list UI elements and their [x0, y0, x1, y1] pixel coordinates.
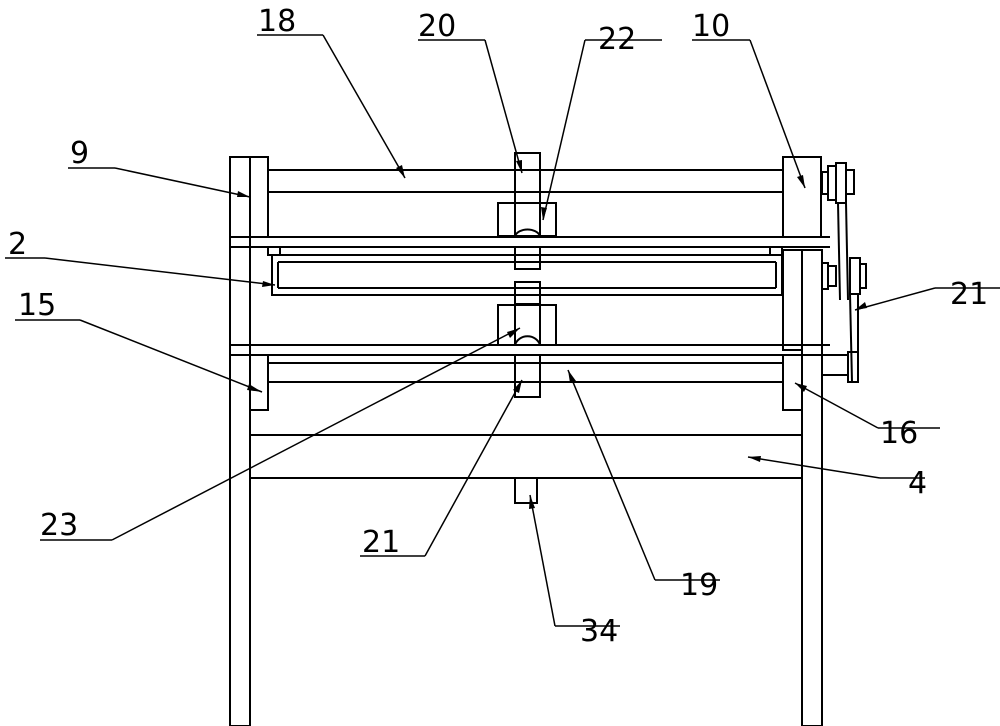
- right-upper-post: [783, 157, 821, 237]
- leader-2: [45, 258, 275, 285]
- left-leg: [230, 157, 250, 726]
- label-23: 23: [40, 508, 78, 543]
- lower-clamp-23: [498, 305, 556, 345]
- right-inner-support: [770, 247, 782, 255]
- leader-34: [530, 495, 555, 626]
- part-34-block: [515, 478, 537, 503]
- lower-clamp-wheel: [515, 336, 540, 345]
- leader-20: [485, 40, 522, 173]
- arrowheads: [237, 160, 867, 509]
- right-inner-post: [783, 250, 802, 350]
- arrowhead-2: [262, 281, 275, 287]
- leader-4: [748, 457, 880, 478]
- sprocket-middle: [850, 258, 860, 294]
- frame: [230, 157, 830, 726]
- right-lower-post-16: [783, 355, 802, 410]
- label-19: 19: [680, 568, 718, 603]
- left-lower-post-15: [250, 355, 268, 410]
- sprocket-middle: [828, 266, 836, 286]
- chain: [838, 203, 840, 300]
- upper-slider-neck: [515, 247, 540, 269]
- leader-16: [795, 383, 878, 428]
- leader-21-bottom: [425, 380, 522, 556]
- arrowhead-10: [797, 175, 805, 188]
- upper-clamp-22: [498, 203, 556, 236]
- chain: [850, 294, 852, 382]
- sprocket-top: [846, 170, 854, 194]
- left-inner-support: [268, 247, 280, 255]
- arrowhead-23: [507, 328, 520, 338]
- label-22: 22: [598, 22, 636, 57]
- leader-21-right: [855, 288, 935, 310]
- label-18: 18: [258, 4, 296, 39]
- label-15: 15: [18, 288, 56, 323]
- right-leg: [802, 250, 822, 726]
- leader-19: [568, 370, 655, 580]
- label-10: 10: [692, 9, 730, 44]
- label-16: 16: [880, 416, 918, 451]
- arrowhead-18: [396, 165, 405, 178]
- label-4: 4: [908, 466, 927, 501]
- leader-18: [323, 35, 405, 178]
- arrowhead-21-right: [855, 302, 867, 310]
- sprocket-bottom: [848, 352, 858, 382]
- arrowhead-20: [516, 160, 522, 173]
- label-20: 20: [418, 9, 456, 44]
- sprocket-middle: [860, 264, 866, 288]
- sprocket-top: [836, 163, 846, 203]
- leader-10: [750, 40, 805, 188]
- chain: [846, 203, 848, 300]
- left-upper-post: [250, 157, 268, 237]
- sprocket-top: [828, 166, 836, 200]
- label-21-bottom: 21: [362, 525, 400, 560]
- label-34: 34: [580, 614, 618, 649]
- label-9: 9: [70, 136, 89, 171]
- lower-slider-neck: [515, 282, 540, 304]
- arrowhead-9: [237, 191, 250, 197]
- arrowhead-4: [748, 456, 761, 462]
- label-2: 2: [8, 227, 27, 262]
- sprocket-bottom: [822, 355, 848, 375]
- chain-drive: [822, 163, 866, 382]
- label-21-right: 21: [950, 277, 988, 312]
- slider-assembly: [498, 153, 556, 397]
